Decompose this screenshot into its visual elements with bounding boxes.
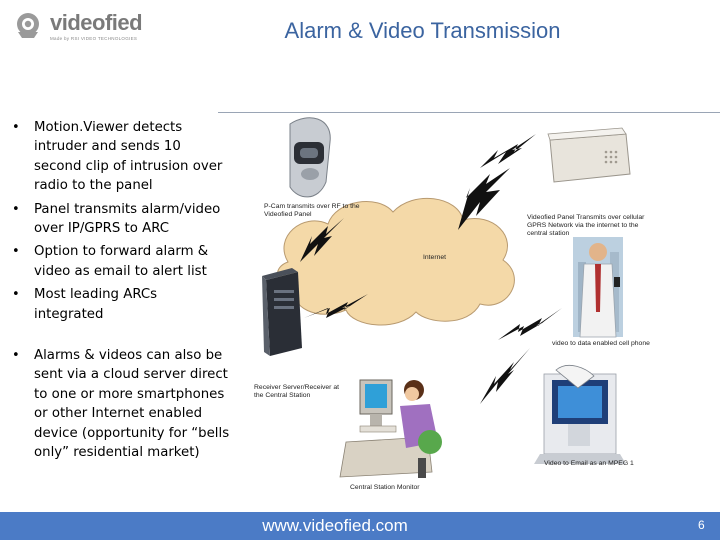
- page-number: 6: [698, 518, 705, 532]
- email-computer-icon: [534, 364, 626, 464]
- server-label: Receiver Server/Receiver at the Central …: [254, 384, 339, 399]
- bullet-item: Alarms & videos can also be sent via a c…: [12, 346, 230, 462]
- lightning-bolt-icon: [498, 308, 562, 340]
- pcam-label: P-Cam transmits over RF to the Videofied…: [264, 203, 360, 218]
- email-label: Video to Email as an MPEG 1: [544, 460, 634, 467]
- lightning-bolt-icon: [480, 348, 530, 404]
- internet-label: Internet: [423, 254, 447, 261]
- bullet-item: Most leading ARCs integrated: [12, 285, 230, 324]
- lightning-bolt-icon: [480, 134, 536, 168]
- title-divider: [218, 112, 720, 113]
- lightning-bolt-icon: [458, 168, 510, 230]
- central-station-operator-icon: [339, 379, 442, 478]
- transmission-diagram: [262, 117, 631, 478]
- pcam-camera-icon: [289, 117, 331, 198]
- phone-label: video to data enabled cell phone: [552, 340, 650, 347]
- bullet-item: Motion.Viewer detects intruder and sends…: [12, 118, 230, 196]
- footer-bar: [0, 512, 720, 540]
- footer-url[interactable]: www.videofied.com: [262, 516, 408, 535]
- videofied-panel-icon: [547, 127, 631, 183]
- panel-label: Videofied Panel Transmits over cellular …: [527, 214, 645, 237]
- bullet-list: Motion.Viewer detects intruder and sends…: [12, 118, 230, 463]
- slide-title: Alarm & Video Transmission: [284, 18, 561, 43]
- cellphone-user-icon: [573, 237, 623, 338]
- lightning-bolt-icon: [300, 218, 344, 262]
- videofied-logo: [17, 13, 39, 38]
- bullet-item: Panel transmits alarm/video over IP/GPRS…: [12, 200, 230, 239]
- logo-tagline: Made by RSI VIDEO TECHNOLOGIES: [50, 36, 138, 41]
- bullet-item: Option to forward alarm & video as email…: [12, 242, 230, 281]
- wireless-link-icons: [300, 134, 562, 404]
- monitor-label: Central Station Monitor: [350, 484, 420, 491]
- internet-cloud: [277, 197, 515, 326]
- logo-text: videofied: [50, 10, 143, 35]
- server-tower-icon: [262, 268, 302, 356]
